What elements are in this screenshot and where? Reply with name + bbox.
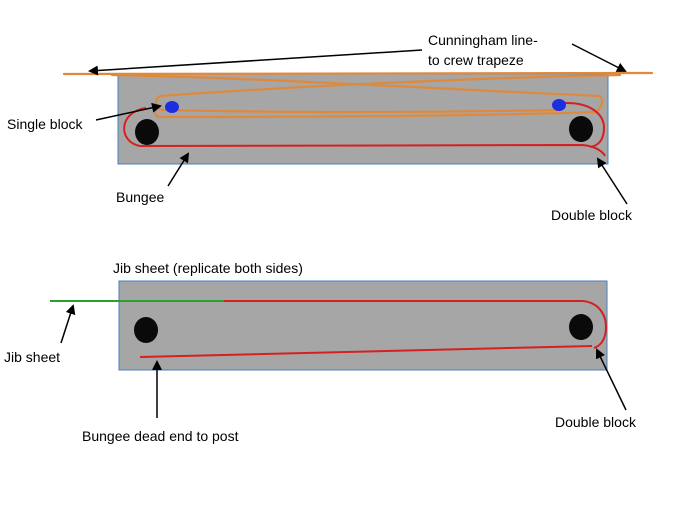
cunningham-arrow-left	[88, 49, 423, 76]
single-block-arrow	[95, 102, 162, 121]
bungee-arrow	[167, 152, 190, 187]
double-block-left-icon	[135, 119, 159, 145]
double-block-top-label: Double block	[551, 207, 633, 223]
cunningham-label-line2: to crew trapeze	[428, 52, 524, 68]
double-block-bottom-arrow	[595, 348, 627, 411]
single-block-left-icon	[165, 101, 179, 113]
jib-sheet-title: Jib sheet (replicate both sides)	[113, 260, 303, 276]
top-boom-panel	[117, 73, 609, 165]
single-block-label: Single block	[7, 116, 83, 132]
double-block-top-arrow	[596, 157, 628, 205]
jib-sheet-label: Jib sheet	[4, 349, 60, 365]
double-block-right-icon	[569, 116, 593, 142]
bungee-dead-end-line	[139, 345, 593, 358]
bottom-left-block-icon	[134, 317, 158, 343]
bottom-red-line	[224, 300, 608, 349]
single-block-right-icon	[552, 99, 566, 111]
cunningham-label-line1: Cunningham line-	[428, 32, 538, 48]
jib-sheet-arrow	[60, 304, 76, 344]
double-block-bottom-icon	[569, 314, 593, 340]
cunningham-arrow-right	[571, 43, 627, 72]
double-block-bottom-label: Double block	[555, 414, 637, 430]
bungee-label: Bungee	[116, 189, 164, 205]
bungee-dead-end-label: Bungee dead end to post	[82, 428, 239, 444]
